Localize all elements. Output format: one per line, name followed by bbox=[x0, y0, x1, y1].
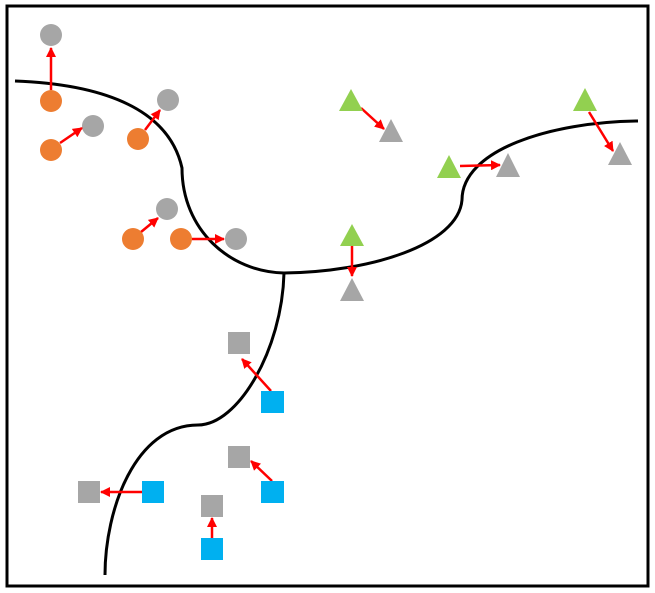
shift-arrow bbox=[144, 109, 161, 131]
moved-triangle-marker bbox=[608, 142, 632, 165]
circle-marker bbox=[122, 228, 144, 250]
moved-triangle-marker bbox=[496, 153, 520, 177]
triangle-marker bbox=[340, 224, 364, 246]
moved-circle-marker bbox=[82, 115, 104, 137]
shift-arrow bbox=[587, 111, 615, 152]
shift-arrow bbox=[140, 217, 159, 233]
square-marker bbox=[261, 391, 284, 413]
moved-circle-marker bbox=[157, 89, 179, 111]
square-class-group bbox=[78, 332, 284, 560]
triangle-marker bbox=[339, 89, 363, 111]
circle-marker bbox=[40, 90, 62, 112]
shift-arrow bbox=[459, 160, 501, 171]
square-marker bbox=[201, 538, 223, 560]
shift-arrow bbox=[360, 107, 385, 130]
square-marker bbox=[142, 481, 164, 503]
moved-square-marker bbox=[228, 446, 250, 468]
triangle-class-group bbox=[339, 88, 632, 301]
moved-square-marker bbox=[78, 481, 100, 503]
circle-marker bbox=[170, 228, 192, 250]
moved-circle-marker bbox=[40, 24, 62, 46]
moved-triangle-marker bbox=[379, 119, 403, 142]
boundary-curve-bottom bbox=[103, 272, 286, 576]
boundary-curve-top-left bbox=[14, 79, 285, 275]
circle-marker bbox=[40, 139, 62, 161]
moved-triangle-marker bbox=[340, 278, 364, 301]
circle-class-group bbox=[40, 24, 247, 250]
shift-arrow bbox=[241, 358, 272, 392]
diagram-frame bbox=[5, 4, 650, 588]
shift-arrow bbox=[59, 126, 83, 145]
triangle-marker bbox=[437, 155, 461, 178]
moved-square-marker bbox=[201, 495, 223, 517]
circle-marker bbox=[127, 128, 149, 150]
boundary-curve-right bbox=[283, 119, 639, 275]
square-marker bbox=[261, 481, 284, 503]
moved-circle-marker bbox=[225, 228, 247, 250]
shift-arrow bbox=[250, 460, 273, 482]
moved-square-marker bbox=[228, 332, 250, 354]
triangle-marker bbox=[573, 88, 597, 111]
moved-circle-marker bbox=[156, 198, 178, 220]
